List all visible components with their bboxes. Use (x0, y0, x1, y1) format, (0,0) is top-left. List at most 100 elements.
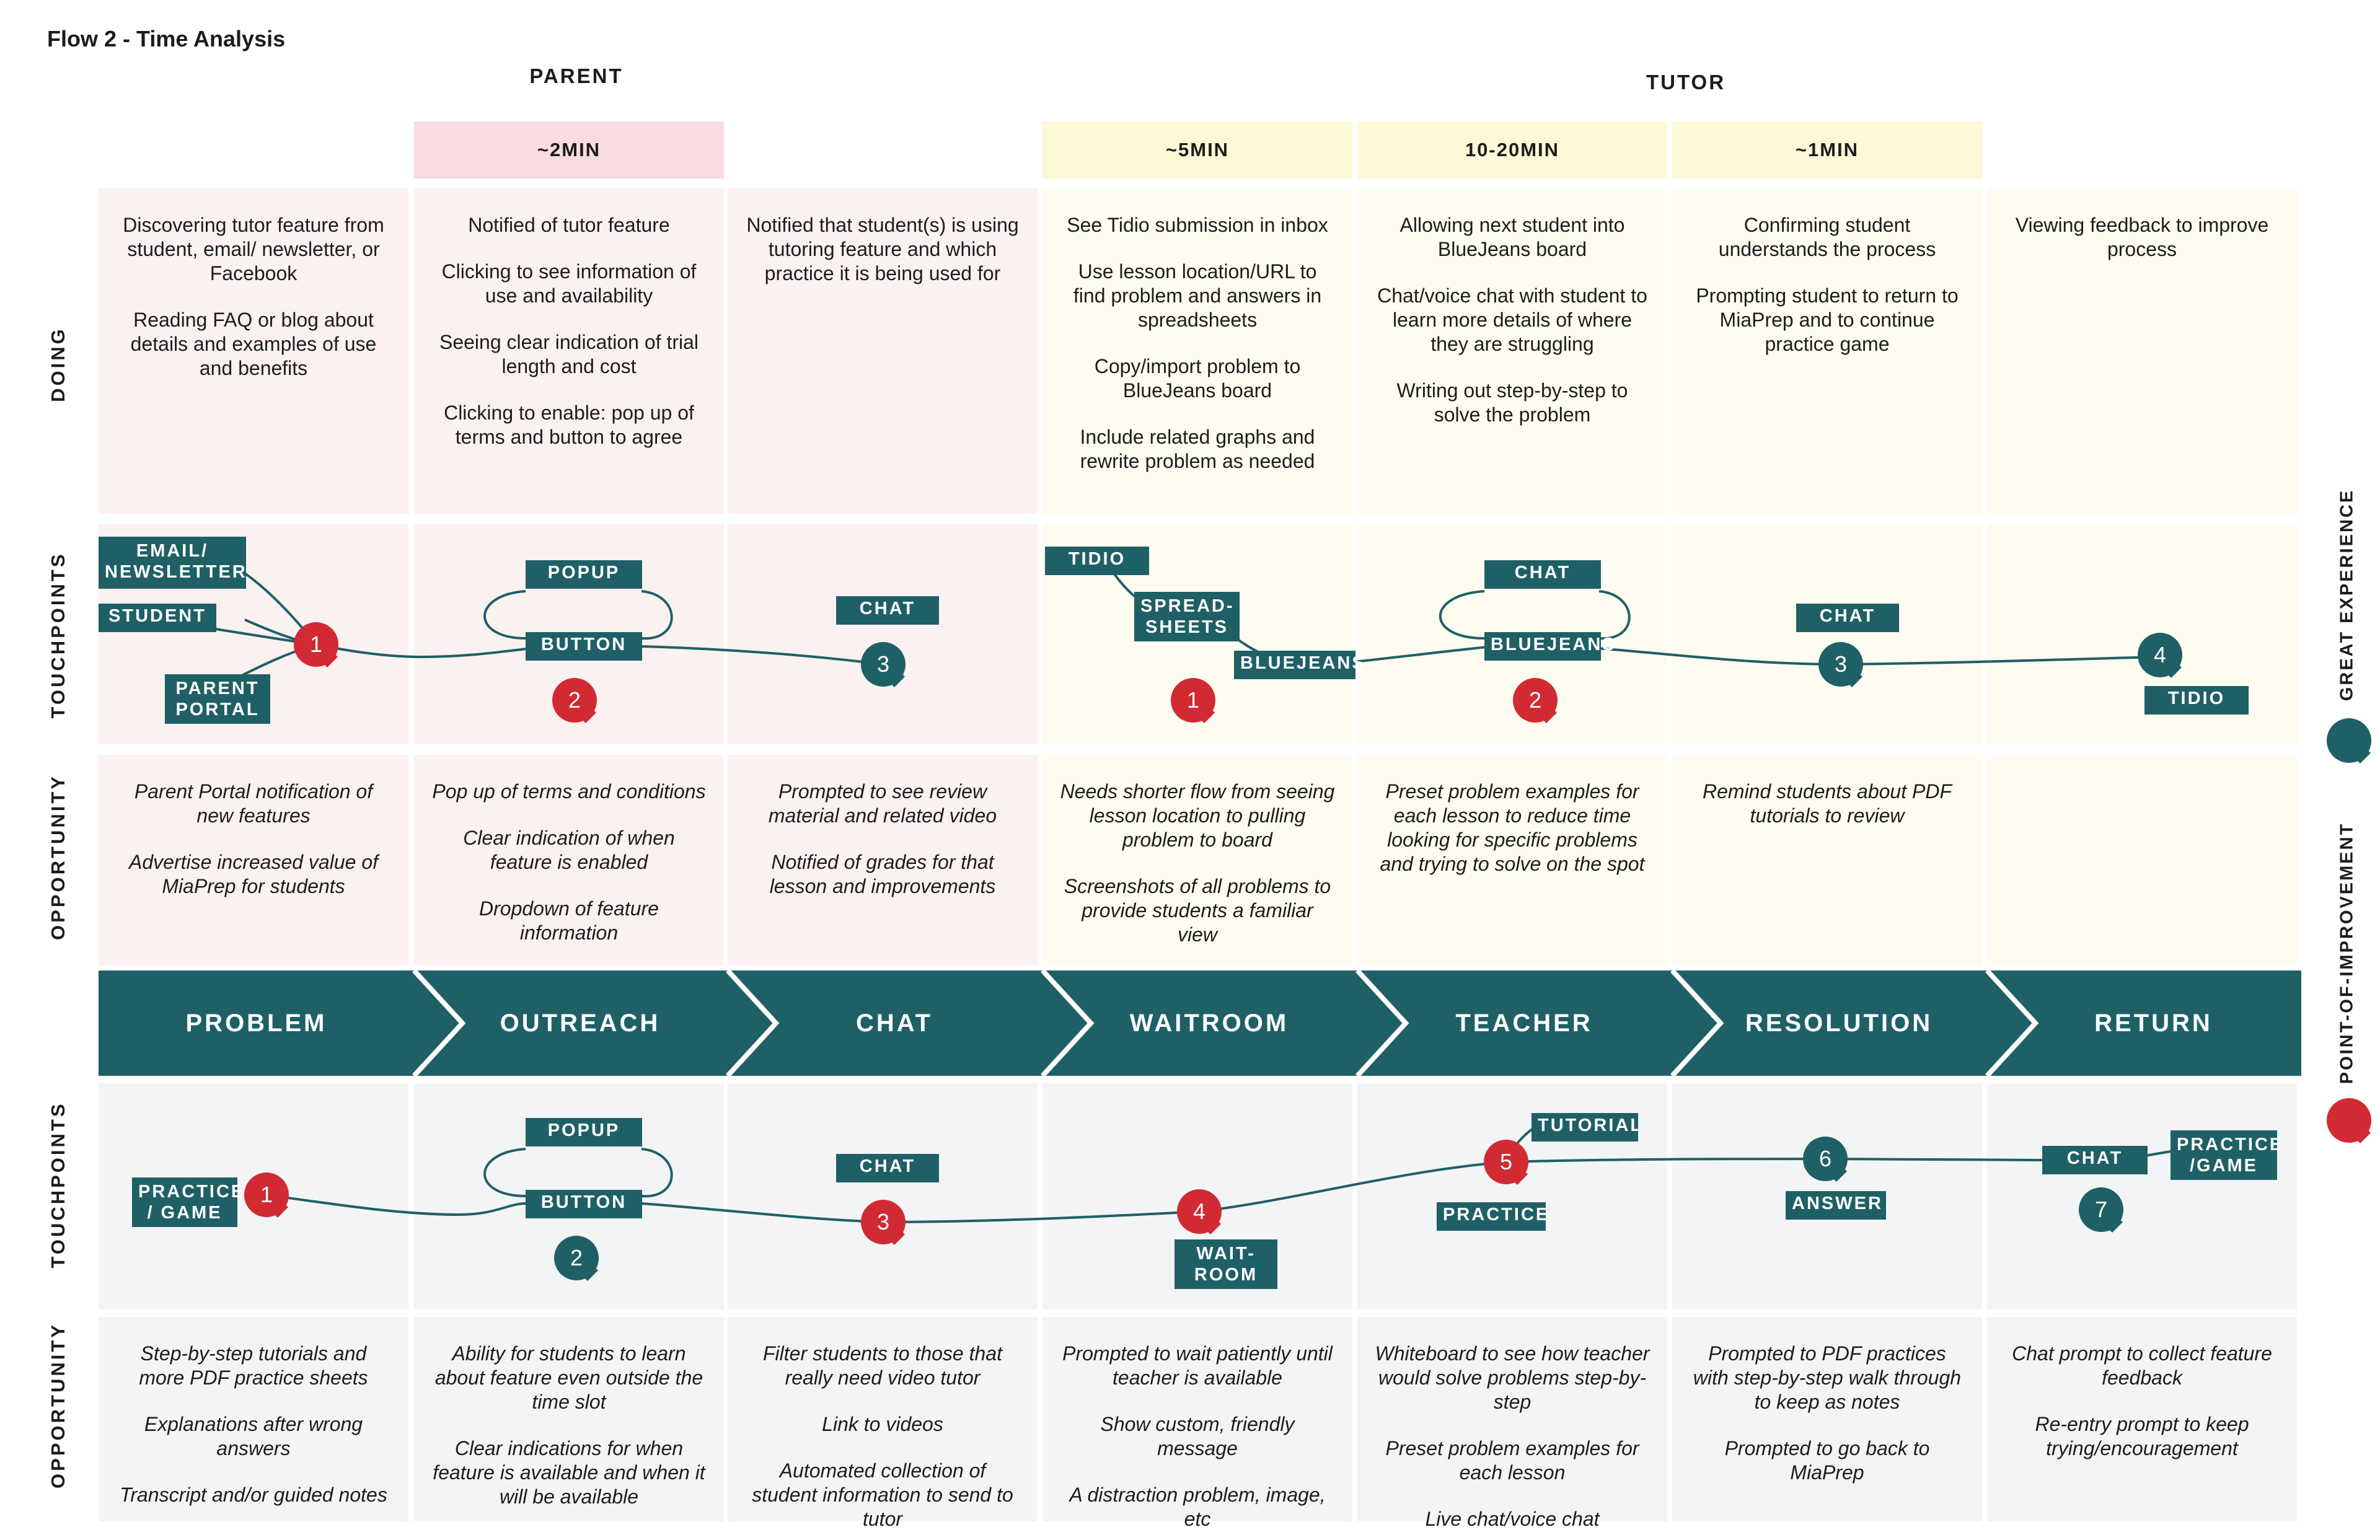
bottom-chat1-tag: CHAT (836, 1154, 939, 1182)
parent-role-label: PARENT (529, 64, 624, 87)
bottom-great-experience-node: 7 (2079, 1187, 2123, 1232)
stage-chat: CHAT (855, 1010, 933, 1037)
top-improvement-point-node: 1 (294, 622, 338, 667)
opportunity-bottom-cell-text: Whiteboard to see how teacher would solv… (1375, 1342, 1650, 1413)
opportunity-bottom-cell-text: Transcript and/or guided notes (120, 1484, 387, 1506)
bottom-practice-game-tag: PRACTICE / GAME (132, 1177, 243, 1227)
top-bluejeans2-tag: BLUEJEANS (1484, 632, 1615, 661)
opportunity-bottom-cell-text: Re-entry prompt to keep trying/encourage… (2035, 1413, 2249, 1459)
stage-return: RETURN (2094, 1010, 2213, 1037)
stage-waitroom: WAITROOM (1129, 1010, 1289, 1037)
top-tidio2-tag: TIDIO (2144, 686, 2249, 715)
opportunity-top-cell-5: Preset problem examples for each lesson … (1357, 755, 1667, 966)
stage-outreach: OUTREACH (500, 1010, 661, 1037)
legend-great-label: GREAT EXPERIENCE (2337, 488, 2357, 702)
page-title: Flow 2 - Time Analysis (47, 26, 286, 51)
opportunity-bottom-cell-text: Automated collection of student informat… (752, 1459, 1013, 1530)
doing-cell-7: Viewing feedback to improve process (1987, 188, 2297, 514)
bottom-improvement-point-node: 4 (1177, 1189, 1222, 1234)
bottom-improvement-point-node: 3 (861, 1200, 906, 1244)
time-resolution: ~1MIN (1672, 121, 1982, 178)
top-tidio1-tag: TIDIO (1045, 547, 1149, 575)
stage-chevron-6 (1985, 969, 2039, 1078)
doing-cell-text: Clicking to enable: pop up of terms and … (444, 402, 694, 448)
opportunity-bottom-cell-text: A distraction problem, image, etc (1069, 1484, 1326, 1530)
top-student-tag: STUDENT (99, 604, 216, 632)
doing-cell-5: Allowing next student into BlueJeans boa… (1357, 188, 1667, 514)
top-chat-loop-2 (1439, 590, 1631, 640)
doing-cell-text: Seeing clear indication of trial length … (439, 331, 699, 377)
bottom-waitroom-tag: WAIT- ROOM (1175, 1239, 1277, 1289)
touchpoint-bottom-cell-3 (728, 1083, 1038, 1309)
bottom-improvement-point-node: 1 (244, 1173, 289, 1217)
top-great-experience-node: 4 (2138, 633, 2182, 677)
top-parent-portal-tag: PARENT PORTAL (165, 674, 270, 724)
top-chat2-tag: CHAT (1484, 560, 1601, 589)
bottom-popup-loop (483, 1148, 673, 1198)
time-teacher: 10-20MIN (1357, 121, 1667, 178)
legend-improve-label: POINT-OF-IMPROVEMENT (2337, 822, 2357, 1085)
touchpoint-top-cell-3 (728, 524, 1038, 744)
legend-great-icon (2327, 718, 2371, 763)
doing-cell-text: See Tidio submission in inbox (1067, 214, 1328, 236)
top-email-tag: EMAIL/ NEWSLETTER (99, 537, 246, 589)
doing-cell-6: Confirming student understands the proce… (1672, 188, 1982, 514)
opportunity-bottom-cell-text: Explanations after wrong answers (144, 1413, 363, 1459)
bottom-chat2-tag: CHAT (2042, 1146, 2148, 1174)
opportunity-top-cell-text: Screenshots of all problems to provide s… (1064, 875, 1331, 946)
doing-cell-text: Prompting student to return to MiaPrep a… (1696, 284, 1959, 355)
bottom-answer-tag: ANSWER (1786, 1191, 1886, 1220)
opportunity-bottom-cell-5: Whiteboard to see how teacher would solv… (1357, 1317, 1667, 1530)
opportunity-bottom-cell-text: Ability for students to learn about feat… (434, 1342, 703, 1413)
top-great-experience-node: 3 (861, 642, 906, 687)
opportunity-top-cell-text: Advertise increased value of MiaPrep for… (129, 851, 378, 897)
touchpoint-top-cell-6 (1672, 524, 1982, 744)
doing-cell-text: Chat/voice chat with student to learn mo… (1377, 284, 1647, 355)
top-flow-line-tutor (1108, 566, 2157, 666)
doing-cell-text: Include related graphs and rewrite probl… (1080, 426, 1315, 472)
doing-cell-text: Clicking to see information of use and a… (441, 260, 697, 307)
opportunity-bottom-cell-2: Ability for students to learn about feat… (414, 1317, 724, 1521)
bottom-tutorial-tag: TUTORIAL (1532, 1113, 1641, 1142)
doing-cell-text: Writing out step-by-step to solve the pr… (1396, 379, 1628, 426)
bottom-practice-tag: PRACTICE (1437, 1202, 1548, 1231)
stage-chevron-2 (726, 969, 780, 1078)
doing-cell-3: Notified that student(s) is using tutori… (728, 188, 1038, 514)
time-outreach: ~2MIN (414, 121, 724, 178)
doing-cell-text: Discovering tutor feature from student, … (123, 214, 384, 284)
opportunity-bottom-cell-text: Link to videos (822, 1413, 943, 1435)
stage-resolution: RESOLUTION (1745, 1010, 1933, 1037)
legend-improve-icon (2327, 1098, 2371, 1143)
opportunity-top-cell-4: Needs shorter flow from seeing lesson lo… (1042, 755, 1352, 966)
stage-chevron-1 (412, 969, 466, 1078)
doing-cell-text: Viewing feedback to improve process (2015, 214, 2269, 260)
top-popup-loop-1 (483, 590, 673, 640)
opportunity-top-cell-text: Preset problem examples for each lesson … (1380, 780, 1645, 875)
tutor-role-label: TUTOR (1646, 71, 1726, 94)
top-great-experience-node: 3 (1818, 642, 1863, 687)
top-bluejeans1-tag: BLUEJEANS (1234, 651, 1364, 679)
opportunity-top-cell-3: Prompted to see review material and rela… (728, 755, 1038, 966)
bottom-great-experience-node: 2 (554, 1236, 599, 1280)
opportunity-bottom-cell-text: Clear indications for when feature is av… (433, 1437, 705, 1508)
stage-chevron-5 (1670, 969, 1724, 1078)
opportunity-bottom-cell-text: Show custom, friendly message (1100, 1413, 1295, 1459)
opportunity-bottom-cell-1: Step-by-step tutorials and more PDF prac… (99, 1317, 408, 1521)
doing-cell-text: Notified that student(s) is using tutori… (746, 214, 1019, 284)
doing-cell-text: Copy/import problem to BlueJeans board (1094, 355, 1301, 402)
top-popup-tag: POPUP (526, 560, 642, 589)
top-improvement-point-node: 1 (1171, 678, 1215, 723)
top-spreadsheets-tag: SPREAD- SHEETS (1134, 592, 1240, 641)
opportunity-bottom-cell-text: Live chat/voice chat (1425, 1508, 1600, 1530)
opportunity-top-cell-text: Dropdown of feature information (479, 897, 659, 944)
top-button-tag: BUTTON (526, 632, 642, 661)
opportunity-top-cell-text: Remind students about PDF tutorials to r… (1703, 780, 1952, 827)
opportunity-top-cell-text: Prompted to see review material and rela… (768, 780, 997, 827)
doing-cell-text: Confirming student understands the proce… (1718, 214, 1936, 260)
